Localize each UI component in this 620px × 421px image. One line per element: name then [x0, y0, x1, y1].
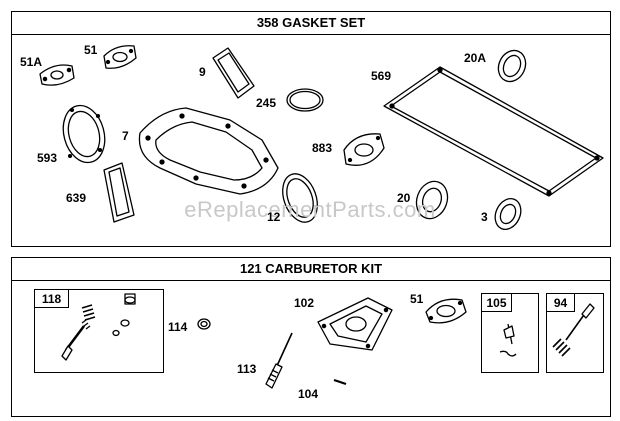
- oring-245-drawing: [286, 88, 324, 112]
- part-113-drawing: [265, 332, 293, 389]
- label-3: 3: [481, 210, 488, 224]
- watermark: eReplacementParts.com: [184, 197, 436, 222]
- carburetor-kit-panel: 121 CARBURETOR KIT: [11, 257, 611, 417]
- gasket-12-drawing: [282, 173, 318, 223]
- part-94-box: 94: [546, 293, 604, 373]
- label-51: 51: [84, 43, 98, 57]
- label-569: 569: [371, 69, 392, 83]
- label-245: 245: [256, 96, 277, 110]
- label-113: 113: [237, 362, 257, 376]
- gasket-51-drawing: [103, 45, 137, 69]
- label-7: 7: [122, 129, 129, 143]
- gasket-569-drawing: [383, 66, 604, 197]
- gasket-639-drawing: [103, 162, 135, 223]
- label-20A: 20A: [464, 51, 487, 65]
- gasket-593-drawing: [62, 104, 106, 164]
- label-12: 12: [267, 210, 281, 224]
- seal-3-drawing: [494, 197, 522, 231]
- carburetor-kit-title: 121 CARBURETOR KIT: [12, 258, 610, 281]
- gasket-7-drawing: [138, 107, 279, 195]
- gasket-51A-drawing: [39, 64, 75, 86]
- part-94-drawing: [552, 303, 595, 357]
- part-51-kit-drawing: [425, 298, 467, 324]
- part-118-header: 118: [35, 290, 69, 308]
- seal-20-drawing: [415, 180, 449, 220]
- part-105-drawing: [499, 323, 517, 357]
- part-118-drawing: [61, 293, 136, 361]
- gasket-set-panel: 358 GASKET SET: [11, 11, 611, 247]
- gasket-set-title: 358 GASKET SET: [12, 12, 610, 35]
- part-102-drawing: [317, 297, 393, 351]
- seal-20A-drawing: [497, 49, 527, 83]
- label-114: 114: [168, 320, 188, 334]
- part-118-box: 118: [34, 289, 164, 373]
- label-51-kit: 51: [410, 292, 424, 306]
- label-593: 593: [37, 151, 58, 165]
- part-114-drawing: [197, 318, 211, 330]
- part-105-header: 105: [482, 294, 512, 312]
- part-94-header: 94: [547, 294, 575, 312]
- part-105-box: 105: [481, 293, 539, 373]
- label-639: 639: [66, 191, 87, 205]
- label-9: 9: [199, 65, 206, 79]
- gasket-883-drawing: [343, 133, 385, 166]
- label-104: 104: [298, 387, 319, 401]
- label-102: 102: [294, 296, 315, 310]
- gasket-9-drawing: [212, 47, 255, 99]
- part-104-drawing: [333, 378, 347, 386]
- label-51A: 51A: [20, 55, 43, 69]
- label-883: 883: [312, 141, 333, 155]
- label-20: 20: [397, 191, 411, 205]
